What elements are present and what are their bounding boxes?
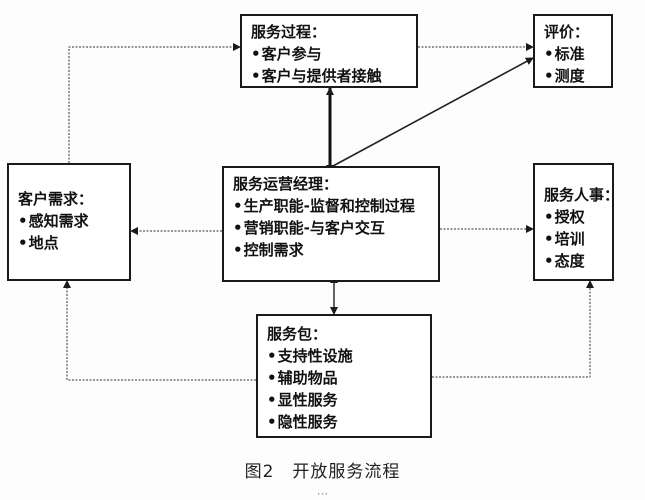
service-personnel-item: 培训	[544, 228, 604, 250]
service-personnel-title: 服务人事：	[544, 186, 620, 204]
service-package-item: 支持性设施	[267, 345, 422, 367]
service-process-item: 客户与提供者接触	[251, 65, 408, 87]
evaluation-item: 标准	[544, 43, 603, 65]
arrow-customer-needs-to-service-process	[68, 43, 241, 163]
service-process-box: 服务过程： 客户参与 客户与提供者接触	[240, 14, 418, 88]
service-manager-item: 生产职能-监督和控制过程	[233, 195, 430, 217]
service-personnel-item: 授权	[544, 206, 604, 228]
arrow-service-package-to-service-personnel	[432, 280, 594, 378]
service-package-item: 辅助物品	[267, 367, 422, 389]
service-personnel-item: 态度	[544, 250, 604, 272]
service-package-box: 服务包： 支持性设施 辅助物品 显性服务 隐性服务	[256, 314, 432, 438]
customer-needs-item: 地点	[18, 232, 121, 254]
service-package-item: 显性服务	[267, 389, 422, 411]
evaluation-box: 评价： 标准 测度	[533, 14, 613, 88]
arrow-service-package-to-customer-needs	[63, 280, 256, 381]
service-manager-item: 营销职能-与客户交互	[233, 217, 430, 239]
figure-caption: 图2 开放服务流程	[244, 462, 401, 482]
arrow-manager-to-evaluation	[332, 57, 534, 167]
customer-needs-title: 客户需求：	[18, 190, 94, 208]
service-process-title: 服务过程：	[251, 23, 327, 41]
service-package-title: 服务包：	[267, 325, 328, 343]
service-manager-box: 服务运营经理： 生产职能-监督和控制过程 营销职能-与客户交互 控制需求	[222, 166, 440, 282]
figure-sub-caption: ···	[316, 487, 329, 500]
service-manager-title: 服务运营经理：	[233, 175, 339, 193]
evaluation-item: 测度	[544, 65, 603, 87]
customer-needs-item: 感知需求	[18, 210, 121, 232]
service-personnel-box: 服务人事： 授权 培训 态度	[533, 163, 620, 281]
service-process-item: 客户参与	[251, 43, 408, 65]
service-manager-item: 控制需求	[233, 239, 430, 261]
evaluation-title: 评价：	[544, 23, 590, 41]
service-package-item: 隐性服务	[267, 411, 422, 433]
customer-needs-box: 客户需求： 感知需求 地点	[7, 163, 131, 281]
